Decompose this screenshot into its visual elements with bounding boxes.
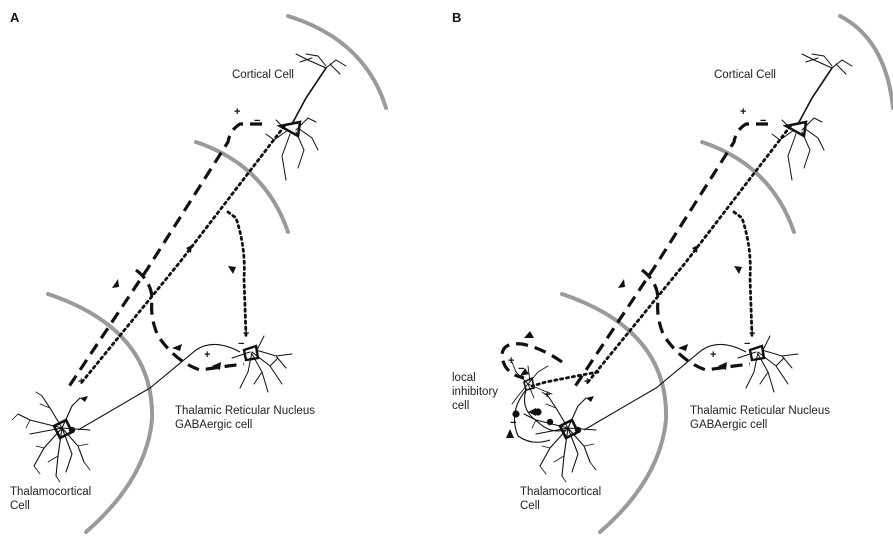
thalamocortical-dotted-axon [82,124,286,382]
sign-plus: + [740,106,746,118]
cortical-cell-label: Cortical Cell [714,69,776,81]
thalamocortical-dotted-axon [588,124,792,382]
tc-collateral-to-trn-dotted [734,212,752,336]
local-inhibitory-axon [514,390,566,442]
arrow-local-1 [524,331,534,338]
sign-minus: − [518,363,524,375]
cortical-cell-label: Cortical Cell [232,69,294,81]
cortex-boundary [840,16,893,108]
tc-label-line2: Cell [10,500,30,512]
sign-minus: − [744,338,750,350]
arrow-down-2 [228,266,236,274]
local-cell-label-line3: cell [452,400,469,412]
arrow-local-4 [506,429,514,438]
sign-plus: + [78,376,84,388]
synapse-dot [512,410,519,417]
synapse-dot [69,427,75,433]
trn-label-line2: GABAergic cell [175,419,252,431]
arrow-down-2 [734,266,742,274]
thalamocortical-relay-neuron [12,392,90,482]
sign-plus: + [710,349,716,361]
sign-minus: − [254,115,260,127]
sign-plus: + [204,349,210,361]
cortical-cell-neuron [772,54,852,180]
thalamocortical-relay-neuron [524,392,596,482]
sign-plus: + [234,106,240,118]
arrow-small-1 [80,396,88,402]
sign-minus: − [510,417,516,429]
sign-minus: − [238,338,244,350]
arrow-small-1 [586,396,594,402]
panel-b-letter: B [452,10,461,25]
sign-minus: − [760,115,766,127]
arrow-left-1 [678,344,688,351]
tc-label-line1: Thalamocortical [10,486,91,498]
local-cell-label-line2: inhibitory [452,386,498,398]
tc-label-line1: Thalamocortical [520,486,601,498]
trn-label-line1: Thalamic Reticular Nucleus [175,405,315,417]
local-cell-label-line1: local [452,372,476,384]
trn-label-line1: Thalamic Reticular Nucleus [690,405,830,417]
arrow-upright-1 [618,279,625,288]
trn-label-line2: GABAergic cell [690,419,767,431]
arrow-upright-1 [112,279,119,288]
cortex-boundary [288,16,386,108]
synapse-dot [534,408,541,415]
panel-b: B + − + − + + + − [452,10,893,532]
tc-collateral-to-trn-dotted [228,212,246,336]
reticular-boundary [702,142,794,232]
arrow-left-1 [172,344,182,351]
reticular-boundary [196,142,288,232]
panel-a: A + − + − + + [10,10,386,532]
tc-label-line2: Cell [520,500,540,512]
panel-a-letter: A [10,10,20,25]
sign-plus: + [584,376,590,388]
synapse-dot [575,427,581,433]
